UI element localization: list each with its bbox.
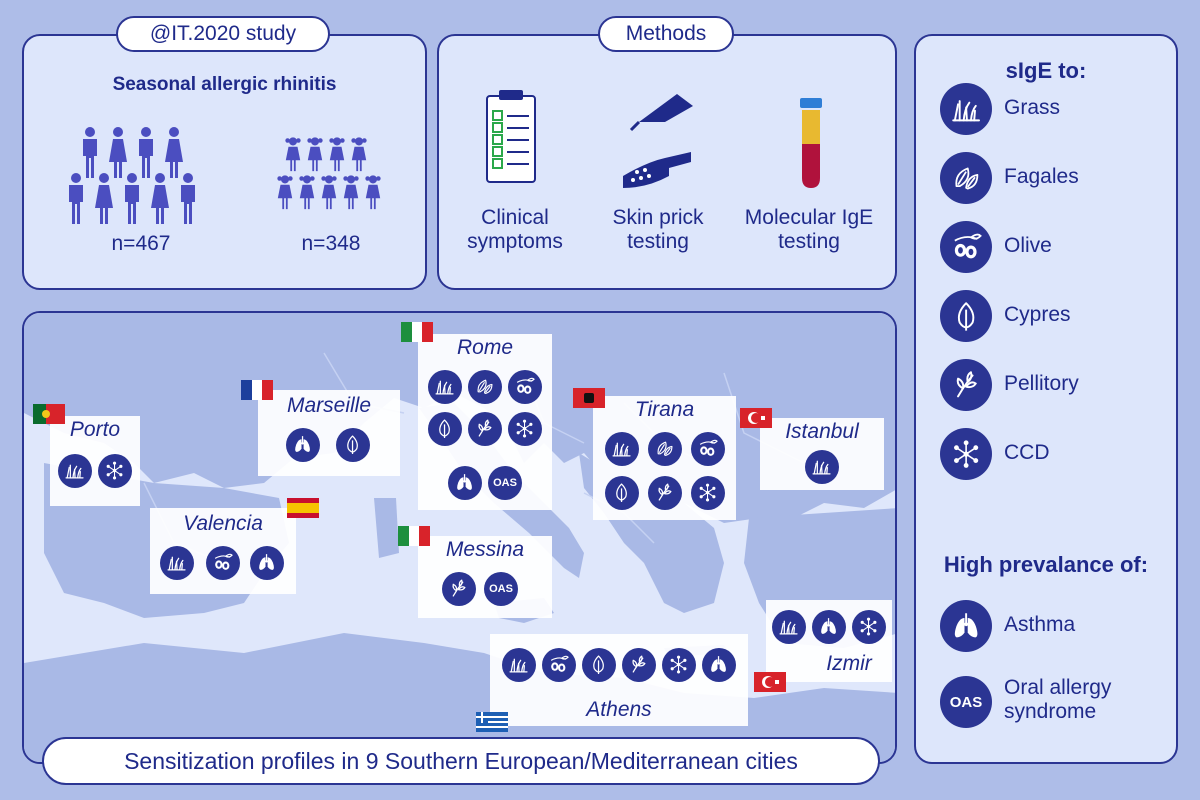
legend-olive-label: Olive bbox=[1004, 234, 1052, 257]
sige-title: sIgE to: bbox=[1005, 58, 1087, 83]
rome-grass-icon bbox=[428, 370, 462, 404]
izmir-ccd-icon bbox=[852, 610, 886, 644]
rome-oas-icon: OAS bbox=[488, 466, 522, 500]
legend-cypress-icon bbox=[940, 290, 992, 342]
method-molecular-label: Molecular IgE testing bbox=[744, 206, 874, 253]
city-card-marseille: Marseille bbox=[258, 390, 400, 476]
city-name-rome: Rome bbox=[456, 336, 514, 359]
city-card-rome: Rome OAS bbox=[418, 334, 552, 510]
legend-grass-icon bbox=[940, 83, 992, 135]
city-card-messina: Messina OAS bbox=[418, 536, 552, 618]
tirana-grass-icon bbox=[605, 432, 639, 466]
flag-turkey-izmir bbox=[754, 672, 786, 692]
city-card-athens: Athens bbox=[490, 634, 748, 726]
adults-count: n=467 bbox=[111, 232, 171, 255]
rome-fagales-icon bbox=[468, 370, 502, 404]
legend-cypress-label: Cypres bbox=[1004, 303, 1071, 326]
footer-caption: Sensitization profiles in 9 Southern Eur… bbox=[42, 737, 880, 785]
method-skin-prick-label: Skin prick testing bbox=[612, 206, 704, 253]
city-card-istanbul: Istanbul bbox=[760, 418, 884, 490]
porto-grass-icon bbox=[58, 454, 92, 488]
rome-olive-icon bbox=[508, 370, 542, 404]
city-name-valencia: Valencia bbox=[183, 512, 263, 535]
rome-lungs-icon bbox=[448, 466, 482, 500]
athens-cypress-icon bbox=[582, 648, 616, 682]
city-card-tirana: Tirana bbox=[593, 396, 736, 520]
tirana-cypress-icon bbox=[605, 476, 639, 510]
flag-italy bbox=[401, 322, 433, 342]
athens-grass-icon bbox=[502, 648, 536, 682]
legend-fagales-label: Fagales bbox=[1004, 165, 1079, 188]
flag-portugal bbox=[33, 404, 65, 424]
study-tag: @IT.2020 study bbox=[116, 16, 330, 52]
method-clinical-label: Clinical symptoms bbox=[467, 206, 563, 253]
flag-greece bbox=[476, 712, 508, 732]
valencia-lungs-icon bbox=[250, 546, 284, 580]
children-icon bbox=[277, 137, 381, 210]
legend-fagales-icon bbox=[940, 152, 992, 204]
valencia-olive-icon bbox=[206, 546, 240, 580]
athens-lungs-icon bbox=[702, 648, 736, 682]
izmir-grass-icon bbox=[772, 610, 806, 644]
test-tube-icon bbox=[800, 98, 822, 188]
marseille-lungs-icon bbox=[286, 428, 320, 462]
flag-italy-messina bbox=[398, 526, 430, 546]
valencia-grass-icon bbox=[160, 546, 194, 580]
rome-pellitory-icon bbox=[468, 412, 502, 446]
athens-olive-icon bbox=[542, 648, 576, 682]
prevalence-title: High prevalance of: bbox=[943, 552, 1149, 577]
legend-oas-icon: OAS bbox=[940, 676, 992, 728]
porto-ccd-icon bbox=[98, 454, 132, 488]
legend-asthma-icon bbox=[940, 600, 992, 652]
legend-ccd-icon bbox=[940, 428, 992, 480]
study-panel: Seasonal allergic rhinitis n=467 n=348 bbox=[22, 34, 427, 290]
children-count: n=348 bbox=[301, 232, 361, 255]
messina-oas-icon: OAS bbox=[484, 572, 518, 606]
flag-turkey-istanbul bbox=[740, 408, 772, 428]
city-name-porto: Porto bbox=[69, 418, 121, 441]
rome-cypress-icon bbox=[428, 412, 462, 446]
legend-asthma-label: Asthma bbox=[1004, 613, 1076, 636]
city-card-valencia: Valencia bbox=[150, 508, 296, 594]
city-card-porto: Porto bbox=[50, 416, 140, 506]
messina-pellitory-icon bbox=[442, 572, 476, 606]
city-name-istanbul: Istanbul bbox=[785, 420, 859, 443]
legend-olive-icon bbox=[940, 221, 992, 273]
methods-panel: Clinical symptoms Skin prick testing Mol… bbox=[437, 34, 897, 290]
athens-pellitory-icon bbox=[622, 648, 656, 682]
city-name-tirana: Tirana bbox=[634, 398, 695, 421]
legend-oas-label: Oral allergy syndrome bbox=[1004, 676, 1112, 723]
legend-panel: sIgE to: Grass Fagales Olive Cypres Pell… bbox=[914, 34, 1178, 764]
flag-spain bbox=[287, 498, 319, 518]
methods-tag: Methods bbox=[598, 16, 734, 52]
city-name-marseille: Marseille bbox=[286, 394, 372, 417]
city-name-izmir: Izmir bbox=[826, 652, 872, 675]
flag-france bbox=[241, 380, 273, 400]
tirana-pellitory-icon bbox=[648, 476, 682, 510]
marseille-cypress-icon bbox=[336, 428, 370, 462]
legend-ccd-label: CCD bbox=[1004, 441, 1050, 464]
tirana-ccd-icon bbox=[691, 476, 725, 510]
flag-albania bbox=[573, 388, 605, 408]
tirana-fagales-icon bbox=[648, 432, 682, 466]
tirana-olive-icon bbox=[691, 432, 725, 466]
istanbul-grass-icon bbox=[805, 450, 839, 484]
athens-ccd-icon bbox=[662, 648, 696, 682]
clipboard-icon bbox=[486, 90, 536, 183]
city-card-izmir: Izmir bbox=[766, 600, 892, 682]
izmir-lungs-icon bbox=[812, 610, 846, 644]
legend-grass-label: Grass bbox=[1004, 96, 1061, 119]
city-name-athens: Athens bbox=[586, 698, 652, 721]
study-heading: Seasonal allergic rhinitis bbox=[112, 74, 337, 95]
rome-ccd-icon bbox=[508, 412, 542, 446]
skin-prick-icon bbox=[623, 94, 693, 188]
city-name-messina: Messina bbox=[445, 538, 525, 561]
legend-pellitory-label: Pellitory bbox=[1004, 372, 1079, 395]
legend-pellitory-icon bbox=[940, 359, 992, 411]
